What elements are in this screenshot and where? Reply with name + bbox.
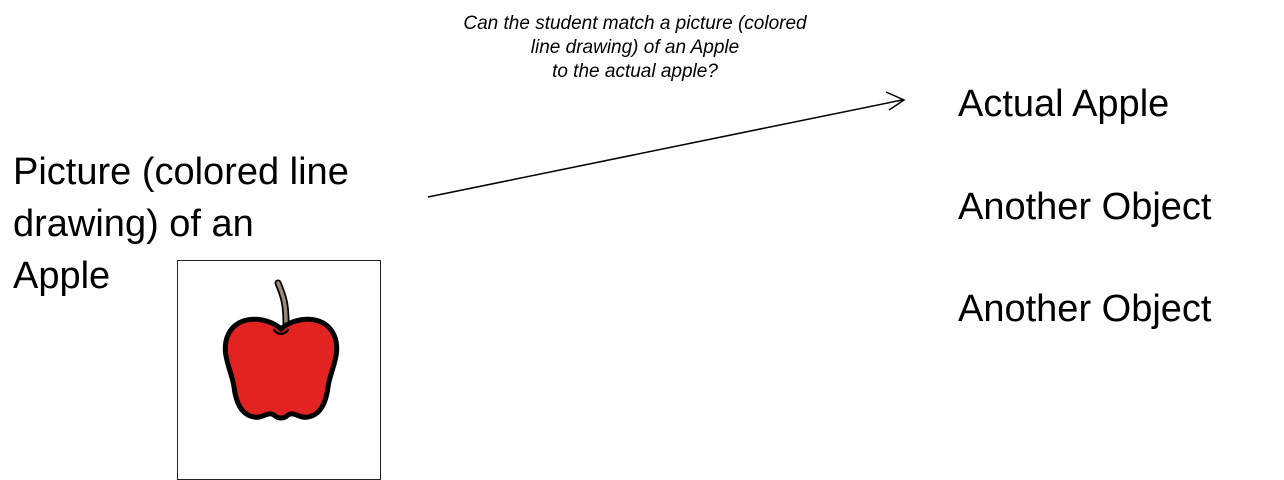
choice-another-object: Another Object <box>958 186 1212 228</box>
question-line: line drawing) of an Apple <box>530 37 740 58</box>
picture-label: Picture (colored line drawing) of an App… <box>13 146 349 302</box>
question-line: to the actual apple? <box>552 61 718 82</box>
choice-actual-apple: Actual Apple <box>958 83 1170 125</box>
picture-label-line: Apple <box>13 255 111 297</box>
match-arrow <box>427 91 906 198</box>
question-text: Can the student match a picture (colored… <box>360 12 910 84</box>
question-line: Can the student match a picture (colored <box>463 13 807 34</box>
apple-icon <box>222 279 340 421</box>
choice-another-object: Another Object <box>958 288 1212 330</box>
apple-picture-card <box>177 260 381 480</box>
picture-label-line: Picture (colored line <box>13 151 349 193</box>
picture-label-line: drawing) of an <box>13 203 254 245</box>
